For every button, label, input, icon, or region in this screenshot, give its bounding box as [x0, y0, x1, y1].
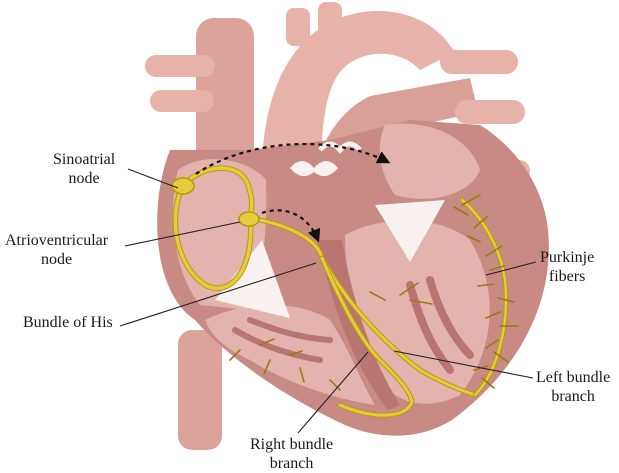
av-node-shape: [239, 212, 259, 226]
pulmonary-vein-5: [150, 90, 214, 112]
pulmonary-vein-4: [145, 55, 215, 77]
sa-node-shape: [172, 178, 194, 194]
label-sinoatrial-node: Sinoatrial node: [53, 150, 115, 188]
pulmonary-vein-2: [455, 100, 525, 124]
label-bundle-of-his: Bundle of His: [23, 313, 113, 332]
label-atrioventricular-node: Atrioventricular node: [5, 231, 108, 269]
label-right-bundle-branch: Right bundle branch: [250, 435, 333, 473]
pulmonary-vein-1: [440, 50, 518, 74]
label-purkinje-fibers: Purkinje fibers: [540, 248, 594, 286]
inferior-vena-cava: [178, 330, 222, 450]
label-left-bundle-branch: Left bundle branch: [536, 368, 610, 406]
aorta-branch-1: [286, 8, 310, 46]
aorta-branch-2: [318, 2, 342, 36]
